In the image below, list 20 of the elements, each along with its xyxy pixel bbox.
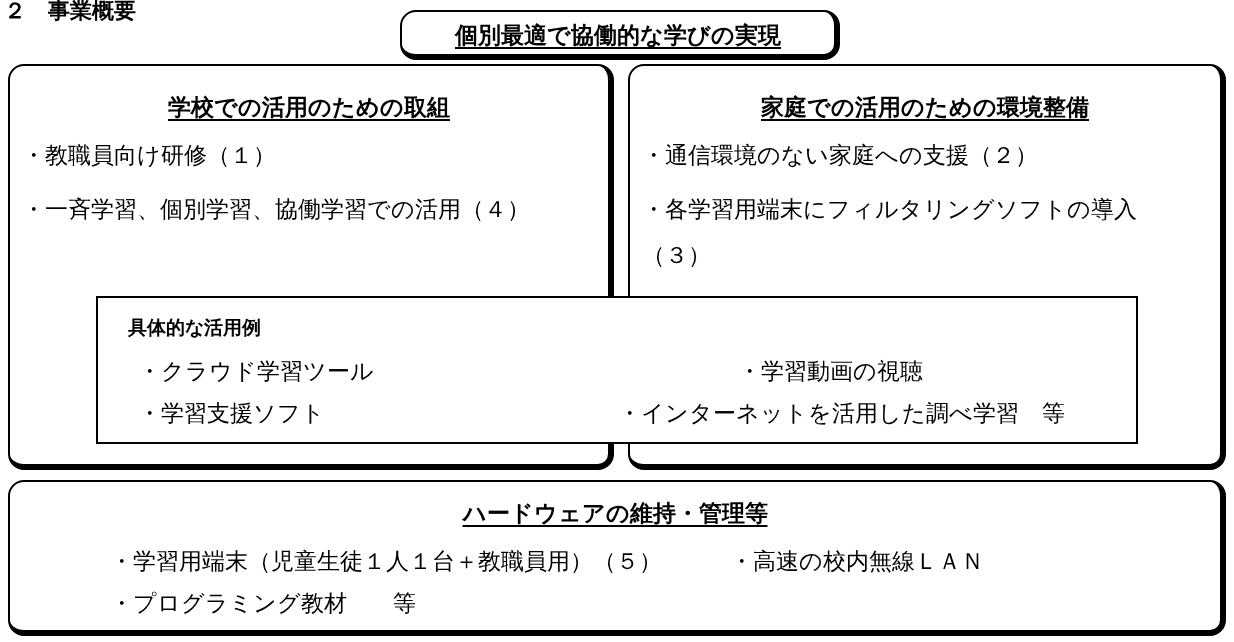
goal-box: [400, 10, 840, 60]
list-item: ・学習動画の視聴: [738, 357, 923, 386]
list-item: ・通信環境のない家庭への支援（２）: [642, 141, 1038, 170]
list-item: ・一斉学習、個別学習、協働学習での活用（４）: [22, 195, 531, 224]
list-item: ・プログラミング教材 等: [110, 589, 416, 618]
box-heading: ハードウェアの維持・管理等: [462, 499, 768, 528]
hardware-panel: [8, 480, 1226, 636]
box-heading: 学校での活用のための取組: [168, 93, 450, 122]
box-heading: 個別最適で協働的な学びの実現: [455, 21, 781, 50]
example-panel: [96, 296, 1138, 444]
list-item: ・学習用端末（児童生徒１人１台＋教職員用）（５）: [110, 547, 662, 576]
box-heading: 家庭での活用のための環境整備: [761, 93, 1089, 122]
list-item: ・インターネットを活用した調べ学習 等: [618, 399, 1065, 428]
list-item: ・各学習用端末にフィルタリングソフトの導入（３）: [642, 195, 1138, 270]
page-heading: ２ 事業概要: [4, 0, 136, 25]
list-item: ・高速の校内無線ＬＡＮ: [730, 547, 984, 576]
list-item: ・教職員向け研修（１）: [22, 141, 276, 170]
list-item: ・学習支援ソフト: [138, 399, 325, 428]
list-item: ・クラウド学習ツール: [138, 357, 374, 386]
box-heading: 具体的な活用例: [128, 315, 261, 340]
